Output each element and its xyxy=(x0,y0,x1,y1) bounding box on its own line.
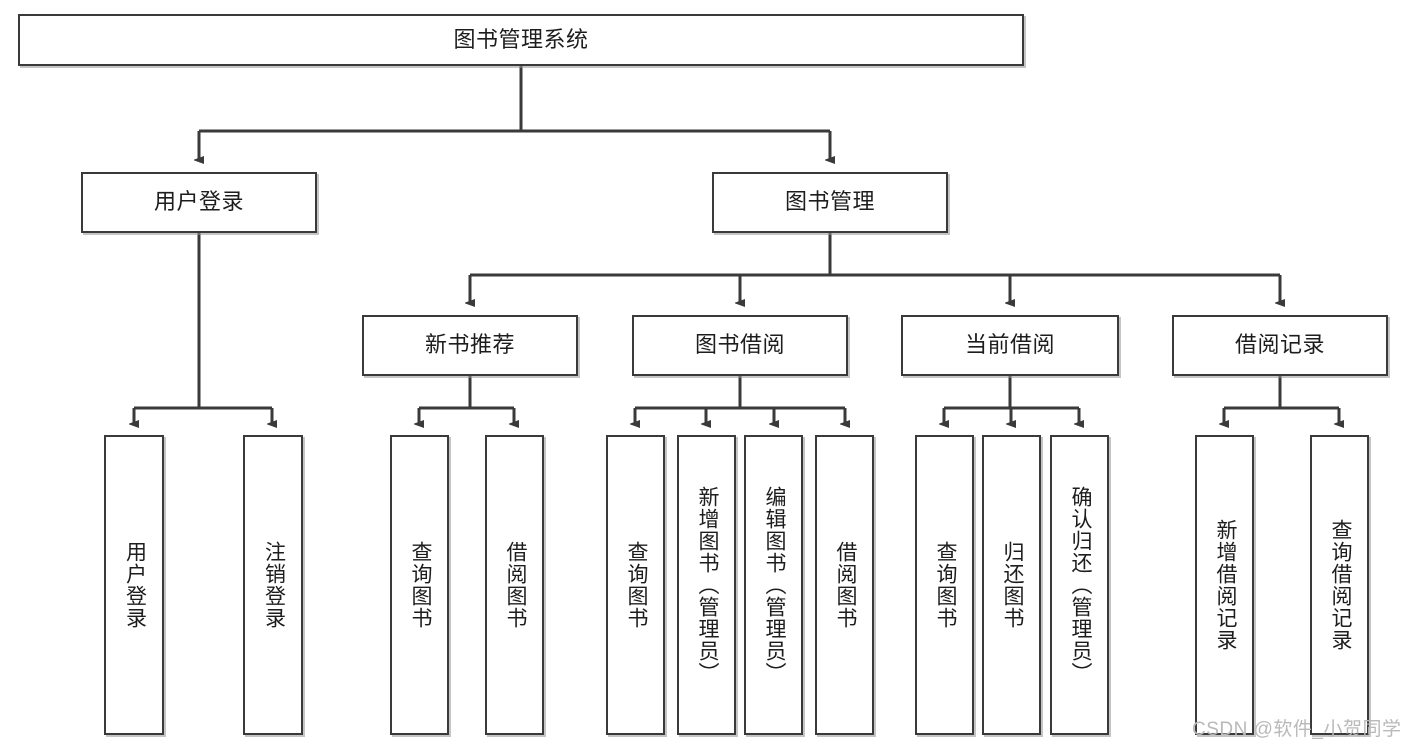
node-leaf-query-book-rec[interactable]: 查询图书 xyxy=(390,435,449,735)
node-leaf-confirm-return-label: 确认归还（管理员） xyxy=(1068,486,1092,684)
node-leaf-add-record[interactable]: 新增借阅记录 xyxy=(1195,435,1254,735)
node-leaf-return-book-label: 归还图书 xyxy=(1000,541,1024,629)
node-leaf-borrow-book-b[interactable]: 借阅图书 xyxy=(815,435,874,735)
node-leaf-query-book-b[interactable]: 查询图书 xyxy=(606,435,665,735)
node-leaf-user-logout-label: 注销登录 xyxy=(262,541,286,629)
node-leaf-borrow-book-rec-label: 借阅图书 xyxy=(503,541,527,629)
node-book-manage[interactable]: 图书管理 xyxy=(712,172,948,233)
node-current-borrow-label: 当前借阅 xyxy=(964,332,1055,358)
node-leaf-confirm-return[interactable]: 确认归还（管理员） xyxy=(1050,435,1109,735)
node-leaf-borrow-book-b-label: 借阅图书 xyxy=(833,541,857,629)
node-leaf-query-record-label: 查询借阅记录 xyxy=(1328,519,1352,651)
node-leaf-edit-book[interactable]: 编辑图书（管理员） xyxy=(744,435,803,735)
node-leaf-query-book-c-label: 查询图书 xyxy=(933,541,957,629)
node-leaf-query-book-b-label: 查询图书 xyxy=(624,541,648,629)
node-leaf-return-book[interactable]: 归还图书 xyxy=(982,435,1041,735)
node-leaf-add-book[interactable]: 新增图书（管理员） xyxy=(677,435,736,735)
node-root-label: 图书管理系统 xyxy=(453,26,589,52)
node-leaf-user-login[interactable]: 用户登录 xyxy=(104,435,164,735)
node-leaf-edit-book-label: 编辑图书（管理员） xyxy=(762,486,786,684)
csdn-watermark: CSDN @软件_小贺同学 xyxy=(1192,719,1402,740)
node-leaf-add-record-label: 新增借阅记录 xyxy=(1213,519,1237,651)
node-leaf-user-login-label: 用户登录 xyxy=(123,541,147,629)
node-leaf-query-book-c[interactable]: 查询图书 xyxy=(915,435,974,735)
node-leaf-query-record[interactable]: 查询借阅记录 xyxy=(1310,435,1369,735)
node-root[interactable]: 图书管理系统 xyxy=(18,14,1024,66)
node-leaf-query-book-rec-label: 查询图书 xyxy=(408,541,432,629)
node-borrow-record-label: 借阅记录 xyxy=(1234,332,1325,358)
node-leaf-borrow-book-rec[interactable]: 借阅图书 xyxy=(485,435,544,735)
node-new-book-rec-label: 新书推荐 xyxy=(424,332,515,358)
node-current-borrow[interactable]: 当前借阅 xyxy=(901,315,1119,376)
node-book-borrow-label: 图书借阅 xyxy=(694,332,785,358)
node-borrow-record[interactable]: 借阅记录 xyxy=(1172,315,1388,376)
node-book-manage-label: 图书管理 xyxy=(784,189,875,215)
node-user-login[interactable]: 用户登录 xyxy=(81,172,317,233)
node-leaf-add-book-label: 新增图书（管理员） xyxy=(695,486,719,684)
node-user-login-label: 用户登录 xyxy=(153,189,244,215)
node-new-book-rec[interactable]: 新书推荐 xyxy=(362,315,578,376)
node-book-borrow[interactable]: 图书借阅 xyxy=(632,315,848,376)
node-leaf-user-logout[interactable]: 注销登录 xyxy=(243,435,303,735)
